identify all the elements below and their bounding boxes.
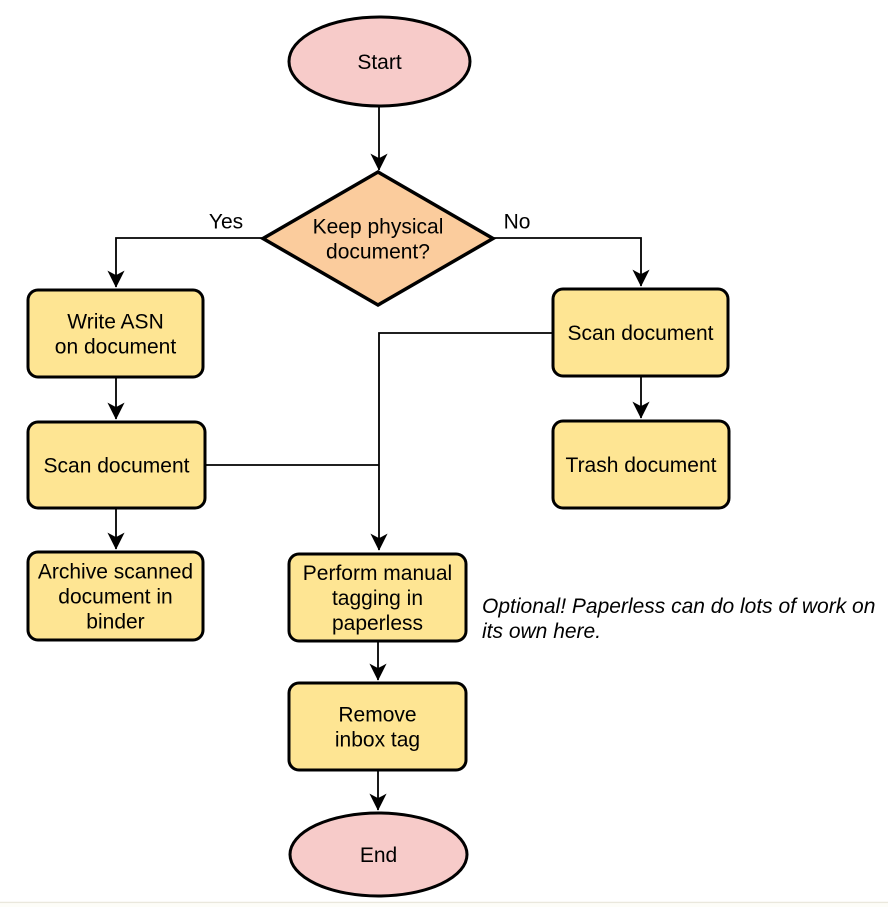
scan-document-left-shape bbox=[26, 420, 207, 510]
start-label: Start bbox=[357, 51, 402, 74]
edge-label-no: No bbox=[504, 211, 531, 234]
end-label: End bbox=[360, 844, 397, 867]
end-shape bbox=[288, 811, 469, 898]
keep-physical-decision-shape bbox=[259, 169, 497, 308]
edge-decision-to-write-asn bbox=[107, 237, 263, 288]
trash-document-label: Trash document bbox=[566, 454, 717, 477]
node-end: End bbox=[288, 811, 469, 898]
trash-document-shape bbox=[551, 419, 731, 510]
write-asn-shape bbox=[26, 288, 205, 379]
scan-document-left-label: Scan document bbox=[44, 455, 190, 478]
remove-inbox-tag-shape bbox=[287, 681, 468, 772]
node-scan-document-right: Scan document bbox=[551, 287, 730, 378]
annotations-layer: Optional! Paperless can do lots of work … bbox=[482, 595, 875, 643]
start-shape bbox=[287, 15, 472, 108]
node-scan-document-left: Scan document bbox=[26, 420, 207, 510]
manual-tagging-shape bbox=[287, 552, 468, 643]
edges-layer: Yes No bbox=[107, 106, 650, 811]
scan-document-right-label: Scan document bbox=[568, 322, 714, 345]
bottom-strip bbox=[0, 903, 888, 907]
optional-note: Optional! Paperless can do lots of work … bbox=[482, 595, 875, 643]
edge-label-yes: Yes bbox=[209, 211, 243, 234]
page-bottom-edge bbox=[0, 901, 888, 907]
archive-binder-shape bbox=[26, 550, 205, 642]
edge-decision-to-scan-right bbox=[493, 237, 650, 287]
node-start: Start bbox=[287, 15, 472, 108]
scan-document-right-shape bbox=[551, 287, 730, 378]
node-trash-document: Trash document bbox=[551, 419, 731, 510]
edge-scan-right-to-manual-tagging bbox=[370, 332, 553, 551]
